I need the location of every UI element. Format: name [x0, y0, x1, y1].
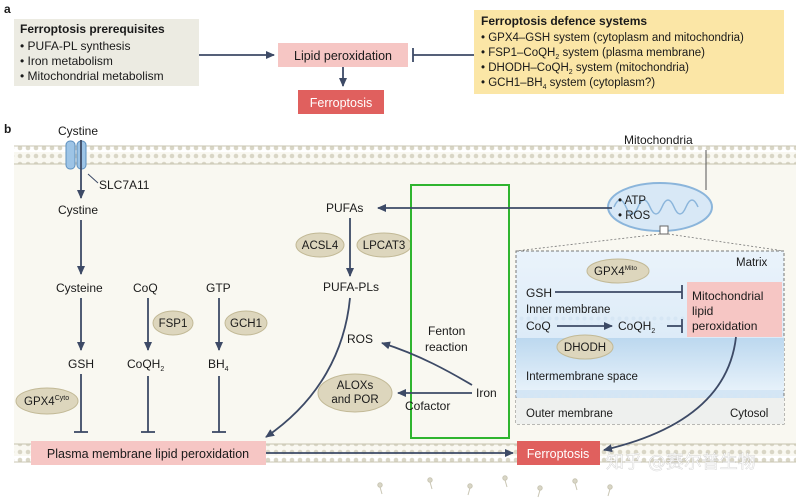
svg-text:FSP1: FSP1 — [159, 318, 188, 330]
mito-ros-label: ROS — [625, 210, 650, 222]
mito-lpo-box: Mitochondrial lipid peroxidation — [687, 282, 782, 337]
svg-text:ACSL4: ACSL4 — [302, 240, 339, 252]
lipid-peroxidation-box: Lipid peroxidation — [278, 43, 408, 67]
defence-title: Ferroptosis defence systems — [481, 14, 647, 28]
gsh-mito-label: GSH — [526, 286, 552, 300]
svg-text:GCH1: GCH1 — [230, 318, 262, 330]
watermark: 知乎 @赛尔普生物 — [606, 452, 756, 473]
svg-text:GPX4Mito: GPX4Mito — [594, 265, 637, 278]
svg-text:lipid: lipid — [692, 304, 713, 318]
ferroptosis-box-b: Ferroptosis — [517, 441, 600, 465]
zoom-square — [659, 225, 669, 235]
svg-text:and POR: and POR — [331, 394, 378, 406]
prerequisites-title: Ferroptosis prerequisites — [20, 22, 165, 36]
mito-lpo-to-ferroptosis-arrow — [603, 336, 737, 453]
svg-text:• FSP1–CoQH2 system (plasma me: • FSP1–CoQH2 system (plasma membrane) — [481, 47, 705, 61]
top-plasma-membrane — [14, 145, 796, 165]
lpcat3-enzyme: LPCAT3 — [356, 232, 412, 258]
reaction-label: reaction — [425, 340, 468, 354]
defence-item: DHODH–CoQH — [488, 62, 569, 74]
cystine-intracellular: Cystine — [58, 203, 98, 217]
bh4-label: BH4 — [208, 357, 229, 373]
svg-text:Ferroptosis: Ferroptosis — [527, 447, 590, 461]
mitochondrion-icon — [607, 182, 713, 232]
gch1-enzyme: GCH1 — [224, 310, 268, 336]
coq-mito-label: CoQ — [526, 319, 551, 333]
fenton-box — [410, 184, 510, 439]
cystine-extracellular: Cystine — [58, 124, 98, 138]
cysteine-label: Cysteine — [56, 281, 103, 295]
mitochondria-label: Mitochondria — [624, 133, 693, 147]
defence-item: GCH1–BH — [488, 77, 542, 89]
mitochondria-detail-box — [515, 250, 785, 425]
plasma-lpo-label: Plasma membrane lipid peroxidation — [47, 447, 249, 461]
cofactor-label: Cofactor — [405, 399, 450, 413]
svg-text:• Mitochondrial metabolism: • Mitochondrial metabolism — [20, 69, 164, 83]
defence-item: FSP1–CoQH — [488, 47, 555, 59]
coqh2-label: CoQH2 — [127, 357, 164, 373]
defence-item: GPX4–GSH system (cytoplasm and mitochond… — [488, 32, 744, 44]
svg-text:• GPX4–GSH system (cytoplasm a: • GPX4–GSH system (cytoplasm and mitocho… — [481, 32, 744, 44]
svg-text:• ROS: • ROS — [618, 210, 650, 222]
ferroptosis-box-a: Ferroptosis — [298, 90, 384, 114]
gtp-label: GTP — [206, 281, 231, 295]
svg-text:• ATP: • ATP — [618, 195, 646, 207]
matrix-label: Matrix — [736, 257, 768, 269]
slc7a11-label: SLC7A11 — [99, 178, 150, 192]
fenton-label: Fenton — [428, 324, 465, 338]
svg-text:• DHODH–CoQH2 system (mitochon: • DHODH–CoQH2 system (mitochondria) — [481, 62, 689, 76]
acsl4-enzyme: ACSL4 — [295, 232, 345, 258]
gsh-label: GSH — [68, 357, 94, 371]
svg-text:Mitochondrial: Mitochondrial — [692, 289, 763, 303]
svg-text:LPCAT3: LPCAT3 — [363, 240, 406, 252]
svg-text:• PUFA-PL synthesis: • PUFA-PL synthesis — [20, 39, 130, 53]
panel-b-label: b — [4, 122, 11, 136]
lipid-peroxidation-label: Lipid peroxidation — [294, 49, 392, 63]
coq-label: CoQ — [133, 281, 158, 295]
defence-systems-box: Ferroptosis defence systems • GPX4–GSH s… — [474, 10, 784, 94]
outside-lipids — [377, 475, 613, 498]
prerequisites-box: Ferroptosis prerequisites • PUFA-PL synt… — [14, 19, 199, 86]
intermembrane-label: Intermembrane space — [526, 371, 638, 383]
plasma-lpo-box: Plasma membrane lipid peroxidation — [31, 441, 266, 465]
pufas-label: PUFAs — [326, 201, 363, 215]
prereq-item: Mitochondrial metabolism — [28, 69, 164, 83]
svg-text:DHODH: DHODH — [564, 342, 606, 354]
prereq-item: Iron metabolism — [28, 54, 113, 68]
gpx4-cyto-enzyme: GPX4Cyto — [15, 387, 79, 415]
cytosol-label: Cytosol — [730, 408, 768, 420]
panel-a-label: a — [4, 2, 11, 16]
iron-label: Iron — [476, 386, 497, 400]
svg-text:• GCH1–BH4 system (cytoplasm?): • GCH1–BH4 system (cytoplasm?) — [481, 77, 655, 91]
svg-text:ALOXs: ALOXs — [337, 380, 374, 392]
pufa-pls-to-lpo-arrow — [265, 297, 351, 438]
svg-text:• Iron metabolism: • Iron metabolism — [20, 54, 113, 68]
prereq-item: PUFA-PL synthesis — [28, 39, 131, 53]
fsp1-enzyme: FSP1 — [152, 310, 194, 336]
outer-membrane-label: Outer membrane — [526, 408, 613, 420]
iron-to-ros-arrow — [381, 341, 473, 386]
coqh2-mito-label: CoQH2 — [618, 319, 655, 335]
ros-label: ROS — [347, 332, 373, 346]
alox-por-enzyme: ALOXs and POR — [317, 373, 393, 413]
svg-text:peroxidation: peroxidation — [692, 319, 757, 333]
atp-label: ATP — [625, 195, 647, 207]
pufa-pls-label: PUFA-PLs — [323, 280, 379, 294]
inner-membrane-label: Inner membrane — [526, 304, 610, 316]
svg-text:GPX4Cyto: GPX4Cyto — [24, 395, 69, 408]
gpx4-mito-enzyme: GPX4Mito — [586, 258, 650, 284]
dhodh-enzyme: DHODH — [556, 334, 614, 360]
ferroptosis-label: Ferroptosis — [310, 96, 373, 110]
